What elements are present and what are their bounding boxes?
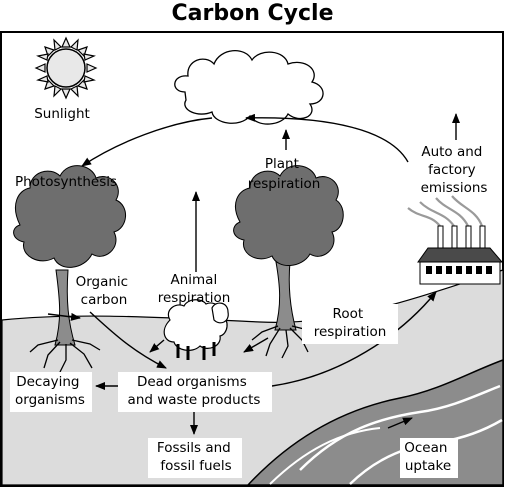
label-dead-organisms: Dead organisms and waste products — [128, 374, 261, 408]
arrow-sheep-to-dead — [149, 339, 165, 353]
label-plant-respiration: Plant respiration — [248, 156, 321, 192]
label-auto-factory-emissions: Auto and factory emissions — [421, 144, 488, 196]
label-sunlight: Sunlight — [34, 106, 90, 122]
arrow-root-to-dead — [243, 337, 269, 353]
arrow-root-respiration — [271, 291, 437, 387]
ocean-wave — [269, 427, 381, 485]
label-box-fossils — [148, 438, 242, 478]
label-box-decaying — [10, 372, 92, 412]
label-box-root — [302, 304, 398, 344]
sheep-icon — [163, 299, 229, 360]
label-box-dead-organisms — [118, 372, 272, 412]
label-photosynthesis: Photosynthesis — [15, 174, 117, 190]
sun-icon — [34, 36, 98, 100]
label-animal-respiration: Animal respiration — [158, 272, 231, 306]
arrow-cycle-right — [245, 113, 409, 163]
ocean-wave — [299, 384, 501, 471]
arrow-organic-carbon — [47, 312, 81, 321]
arrow-to-dead-organisms — [89, 311, 167, 369]
label-box-ocean — [400, 438, 458, 478]
diagram-title: Carbon Cycle — [171, 1, 334, 26]
label-decaying-organisms: Decaying organisms — [15, 374, 85, 408]
cloud-icon — [174, 50, 324, 125]
label-ocean-uptake: Ocean uptake — [404, 440, 451, 474]
label-root-respiration: Root respiration — [314, 306, 387, 340]
arrow-cycle-left — [81, 117, 213, 167]
label-organic-carbon: Organic carbon — [76, 274, 133, 308]
tree-icon-left — [13, 165, 126, 373]
arrow-ocean-flow — [387, 417, 413, 429]
label-fossils: Fossils and fossil fuels — [157, 440, 235, 474]
factory-icon — [407, 195, 504, 285]
